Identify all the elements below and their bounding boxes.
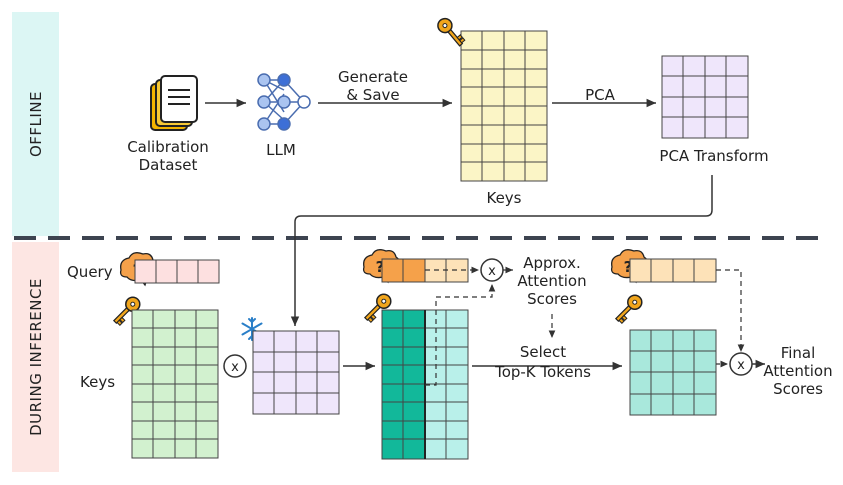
- dashed-keys-to-approx: [425, 284, 496, 386]
- dashed-query-to-final: [716, 269, 745, 352]
- pca-matrix-frozen: [252, 330, 340, 415]
- svg-text:x: x: [231, 360, 239, 375]
- keys-label-offline: Keys: [486, 189, 521, 207]
- multiply-symbol: x: [223, 354, 247, 378]
- select-label-2: Top-K Tokens: [494, 363, 591, 381]
- pca-matrix: [661, 55, 749, 139]
- generate-label-1: Generate: [338, 68, 408, 86]
- svg-text:?: ?: [624, 258, 633, 276]
- keys-matrix-inference: [131, 309, 219, 459]
- final-label-1: Final: [781, 344, 816, 362]
- generate-label-2: & Save: [346, 86, 399, 104]
- keys-label-inference: Keys: [80, 373, 115, 391]
- query-vector: [134, 259, 220, 284]
- pca-transform-label: PCA Transform: [659, 147, 768, 165]
- neural-network-icon: [257, 73, 311, 131]
- selected-keys-matrix: [629, 329, 717, 416]
- final-query-vector: [629, 258, 717, 283]
- query-label: Query: [67, 263, 113, 281]
- calibration-label-1: Calibration: [127, 138, 209, 156]
- key-icon: [437, 17, 466, 47]
- pca-label: PCA: [585, 86, 616, 104]
- svg-text:x: x: [737, 358, 745, 373]
- svg-text:x: x: [488, 264, 496, 279]
- offline-band: [12, 12, 59, 236]
- key-icon: [363, 293, 392, 324]
- final-label-3: Scores: [773, 380, 823, 398]
- select-label-1: Select: [520, 343, 566, 361]
- inference-label: DURING INFERENCE: [27, 278, 45, 436]
- keys-matrix-offline: [460, 30, 548, 182]
- approx-label-2: Attention: [517, 272, 586, 290]
- snowflake-icon: [241, 317, 263, 341]
- final-label-2: Attention: [763, 362, 832, 380]
- approx-label-1: Approx.: [523, 254, 581, 272]
- svg-text:?: ?: [376, 258, 385, 276]
- key-icon: [112, 296, 141, 327]
- calibration-label-2: Dataset: [139, 156, 198, 174]
- offline-label: OFFLINE: [27, 91, 45, 157]
- approx-label-3: Scores: [527, 290, 577, 308]
- multiply-symbol: x: [480, 258, 504, 282]
- pca-connector: [290, 175, 713, 326]
- inference-band: [12, 242, 59, 472]
- transformed-keys-matrix: [381, 309, 469, 460]
- document-stack-icon: [150, 75, 198, 131]
- llm-label: LLM: [266, 141, 296, 159]
- key-icon: [614, 294, 643, 325]
- multiply-symbol: x: [729, 352, 753, 376]
